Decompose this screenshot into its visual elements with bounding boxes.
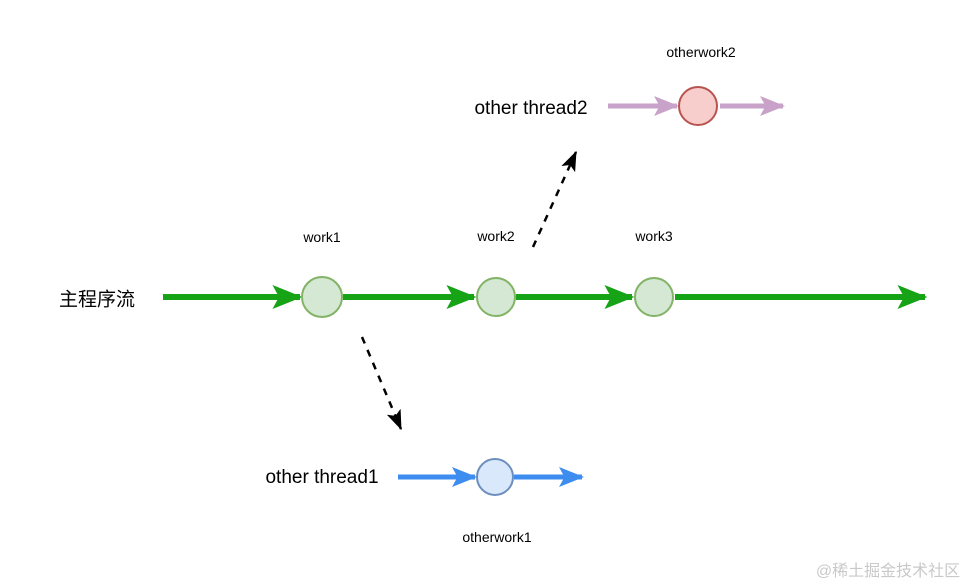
connector-work2-to-thread2 [531, 150, 578, 248]
otherwork1-node [476, 458, 514, 496]
work1-label: work1 [303, 229, 341, 245]
otherwork1-label: otherwork1 [462, 529, 532, 545]
work2-label: work2 [477, 228, 515, 244]
main-flow-label: 主程序流 [58, 289, 136, 311]
thread1-label: other thread1 [265, 467, 379, 488]
watermark: @稀土掘金技术社区 [815, 563, 961, 580]
connector-work1-to-thread1 [360, 336, 403, 431]
otherwork2-label: otherwork2 [666, 44, 736, 60]
work3-node [634, 277, 674, 317]
work1-node [301, 276, 343, 318]
work2-node [476, 277, 516, 317]
otherwork2-node [678, 86, 718, 126]
thread2-label: other thread2 [474, 98, 588, 119]
work3-label: work3 [635, 228, 673, 244]
